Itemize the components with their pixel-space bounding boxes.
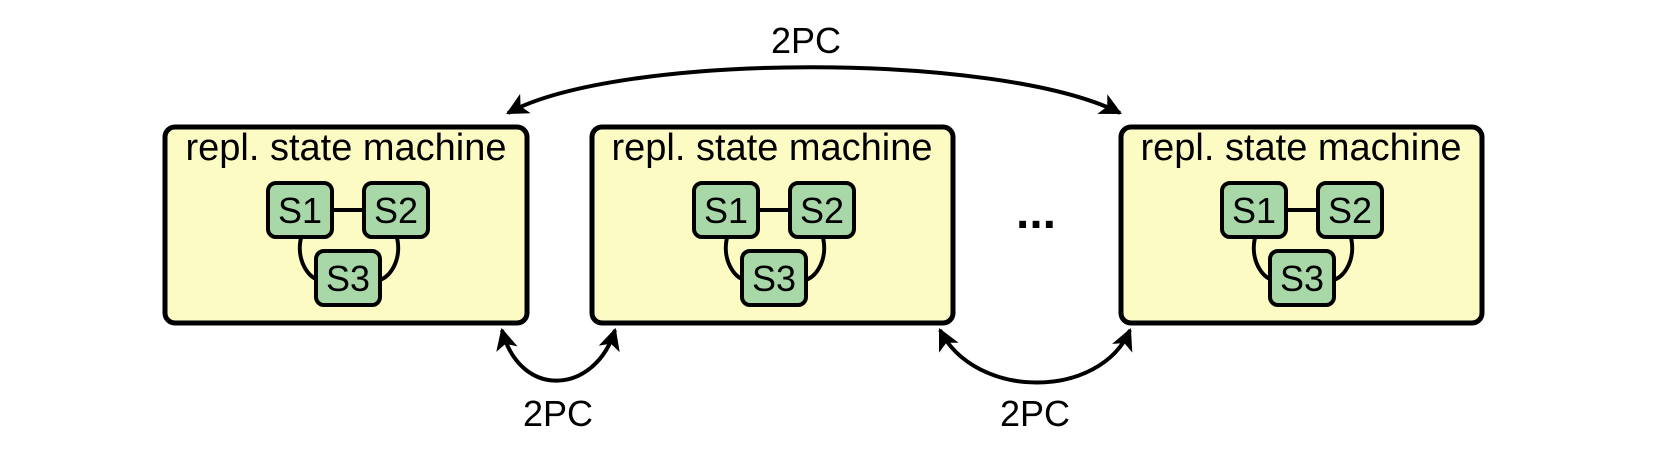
box-title: repl. state machine [185, 127, 506, 169]
server-node-s2 [1316, 181, 1384, 239]
server-node-s3 [314, 249, 382, 307]
replica-group: S1 S2 S3 [266, 181, 430, 307]
2pc-arrow-top [506, 65, 1122, 115]
node-label-s1: S1 [278, 190, 322, 231]
server-node-s1 [1220, 181, 1288, 239]
server-node-s2 [788, 181, 856, 239]
node-label-s2: S2 [1328, 190, 1372, 231]
box-title: repl. state machine [1140, 127, 1461, 169]
2pc-arrow-bottom-left [496, 327, 620, 383]
node-label-s3: S3 [752, 258, 796, 299]
server-node-s3 [1268, 249, 1336, 307]
box-title: repl. state machine [611, 127, 932, 169]
box-frame [589, 124, 956, 326]
node-label-s2: S2 [374, 190, 418, 231]
node-label-s3: S3 [1280, 258, 1324, 299]
node-label-s1: S1 [704, 190, 748, 231]
2pc-arrow-bottom-right [938, 327, 1133, 385]
2pc-label-bottom-left: 2PC [523, 393, 593, 434]
state-machine-box-2: repl. state machine S1 S2 S3 [589, 124, 956, 326]
node-label-s1: S1 [1232, 190, 1276, 231]
server-node-s3 [740, 249, 808, 307]
box-frame [1118, 124, 1485, 326]
state-machine-box-1: repl. state machine S1 S2 S3 [162, 124, 530, 326]
box-frame [162, 124, 530, 326]
state-machine-box-3: repl. state machine S1 S2 S3 [1118, 124, 1485, 326]
replica-group: S1 S2 S3 [1220, 181, 1384, 307]
2pc-label-top: 2PC [771, 20, 841, 61]
node-label-s3: S3 [326, 258, 370, 299]
server-node-s1 [692, 181, 760, 239]
replica-group: S1 S2 S3 [692, 181, 856, 307]
server-node-s1 [266, 181, 334, 239]
2pc-label-bottom-right: 2PC [1000, 393, 1070, 434]
node-label-s2: S2 [800, 190, 844, 231]
more-boxes-ellipsis: ... [1016, 186, 1056, 239]
server-node-s2 [362, 181, 430, 239]
